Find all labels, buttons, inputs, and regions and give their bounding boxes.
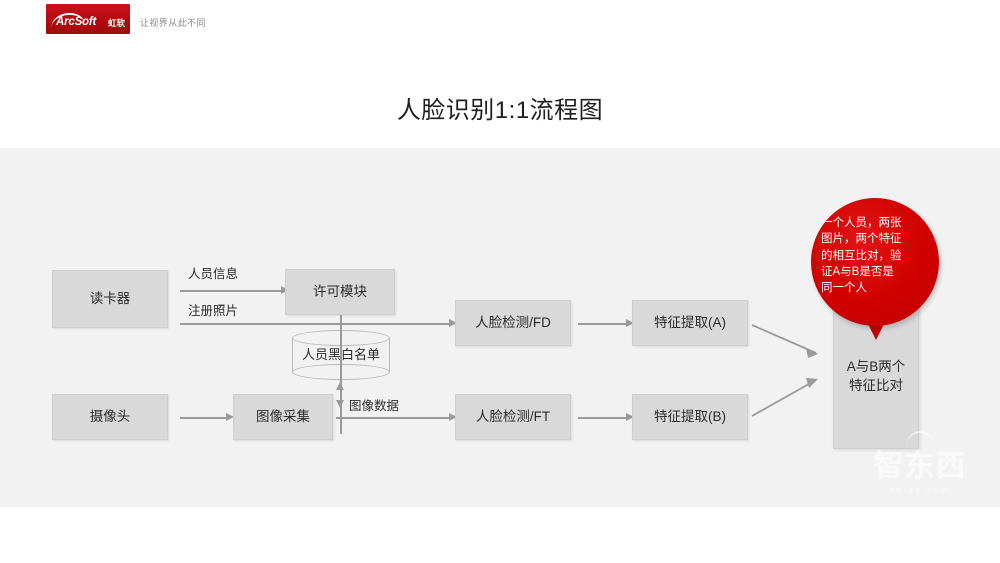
arrowhead-image-data	[449, 413, 457, 421]
callout-line-5: 同一个人	[821, 282, 867, 295]
diagonal-connectors	[751, 324, 818, 417]
arrowhead-fd-to-feature-a	[626, 319, 634, 327]
connector-license-down	[340, 315, 342, 402]
box-label: 人脸检测/FD	[475, 314, 551, 330]
box-feature-extract-a[interactable]: 特征提取(A)	[632, 300, 748, 346]
connector-image-data	[336, 417, 451, 419]
page-title: 人脸识别1:1流程图	[396, 97, 604, 124]
box-label: 特征提取(A)	[654, 314, 726, 330]
edge-label-image-data: 图像数据	[349, 399, 400, 413]
callout-text: 一个人员，两张 图片，两个特征 的相互比对，验 证A与B是否是 同一个人	[821, 215, 931, 297]
box-feature-extract-b[interactable]: 特征提取(B)	[632, 394, 748, 440]
edge-label-register-photo: 注册照片	[188, 304, 239, 318]
box-face-detect-fd[interactable]: 人脸检测/FD	[455, 300, 571, 346]
flowchart-panel: 人员黑白名单 读卡器 人员信息 注册照片 许可模块 人脸检测/FD 特征提取(A…	[0, 148, 1000, 507]
box-label: 读卡器	[89, 290, 131, 306]
callout-bubble	[811, 198, 939, 326]
arrowhead-ft-to-feature-b	[626, 413, 634, 421]
logo-wordmark: ArcSoft	[56, 16, 97, 28]
box-label: 特征提取(B)	[654, 408, 726, 424]
arrowhead-camera-to-capture	[226, 413, 234, 421]
connector-person-info	[180, 290, 283, 292]
connector-camera-to-capture	[180, 417, 228, 419]
callout-line-3: 的相互比对，验	[821, 249, 902, 262]
box-label: 许可模块	[313, 283, 367, 299]
box-face-detect-ft[interactable]: 人脸检测/FT	[455, 394, 571, 440]
box-image-capture[interactable]: 图像采集	[233, 394, 333, 440]
watermark-subtext: zhidx.com	[890, 486, 950, 495]
edge-label-person-info: 人员信息	[188, 267, 239, 281]
box-label: 人脸检测/FT	[475, 408, 551, 424]
box-label: 图像采集	[256, 408, 310, 424]
compare-label-line2: 特征比对	[849, 377, 903, 393]
callout-line-1: 一个人员，两张	[821, 217, 902, 229]
box-label: 摄像头	[89, 408, 131, 424]
connector-license-to-db	[340, 388, 342, 434]
box-license-module[interactable]: 许可模块	[285, 269, 395, 315]
connector-ft-to-feature-b	[578, 417, 628, 419]
connector-register-photo	[180, 323, 451, 325]
logo-chinese-name: 虹软	[107, 18, 125, 28]
arcsoft-logo: ArcSoft 虹软	[46, 4, 130, 34]
arrowhead-register-photo	[449, 319, 457, 327]
connector-fd-to-feature-a	[578, 323, 628, 325]
brand-tagline: 让视界从此不同	[140, 18, 206, 28]
watermark-zhidongxi: 智东西 zhidx.com	[856, 431, 984, 497]
compare-label-line1: A与B两个	[846, 359, 906, 375]
wifi-arc-icon	[906, 431, 934, 447]
box-camera[interactable]: 摄像头	[52, 394, 168, 440]
callout-line-4: 证A与B是否是	[821, 265, 894, 278]
callout-line-2: 图片，两个特征	[821, 233, 902, 246]
watermark-text: 智东西	[873, 450, 967, 483]
arrowhead-license-down	[336, 400, 344, 408]
page-header: ArcSoft 虹软 让视界从此不同	[0, 0, 1000, 48]
box-card-reader[interactable]: 读卡器	[52, 270, 168, 328]
